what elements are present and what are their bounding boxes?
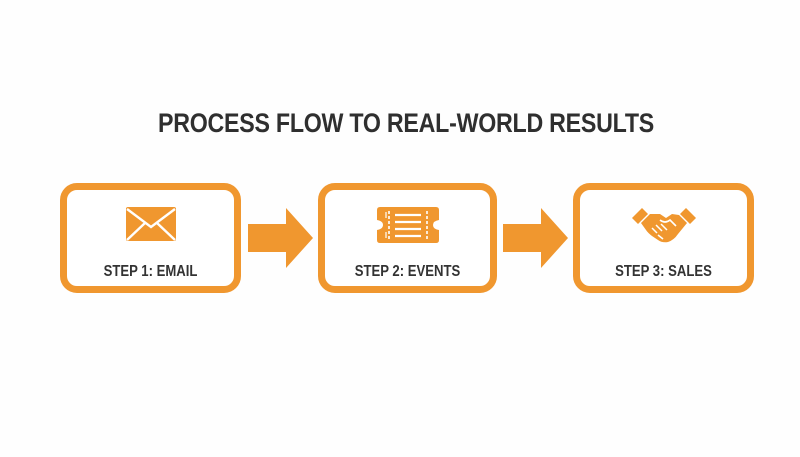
step-1-label: STEP 1: EMAIL (103, 263, 198, 280)
ticket-icon (376, 207, 439, 248)
step-3-label: STEP 3: SALES (615, 263, 712, 280)
step-3-box: STEP 3: SALES (573, 183, 754, 293)
arrow-right-icon (503, 208, 569, 273)
envelope-icon (125, 207, 176, 246)
step-1-box: STEP 1: EMAIL (60, 183, 241, 293)
handshake-icon (631, 206, 696, 249)
step-2-label: STEP 2: EVENTS (354, 263, 461, 280)
step-2-box: STEP 2: EVENTS (318, 183, 497, 293)
diagram-title: PROCESS FLOW TO REAL-WORLD RESULTS (157, 108, 655, 138)
arrow-right-icon (248, 208, 314, 273)
